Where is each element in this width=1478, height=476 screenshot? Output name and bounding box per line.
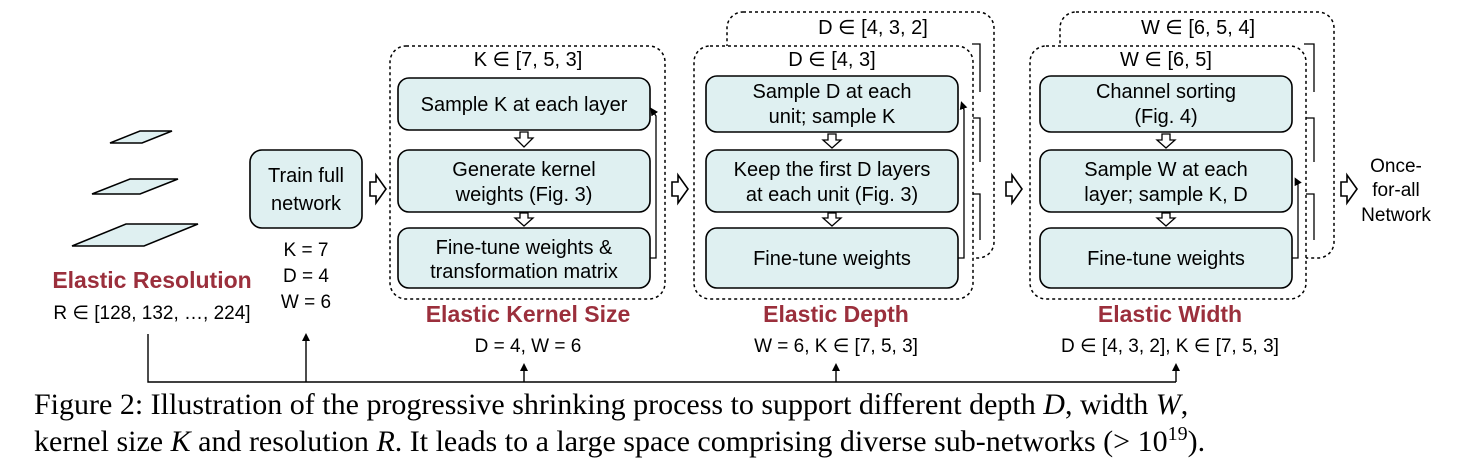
kernel-title: Elastic Kernel Size [426,301,631,327]
depth-box3-line1: Fine-tune weights [753,248,911,270]
depth-down-arrow-2-icon [821,212,843,227]
width-fixed-params: D ∈ [4, 3, 2], K ∈ [7, 5, 3] [1061,336,1279,357]
depth-stacked-loops [972,43,981,240]
kernel-down-arrow-2-icon [513,212,535,227]
width-box-sample [1039,149,1293,213]
train-full-network-box [249,149,363,229]
train-param-w: W = 6 [281,292,331,313]
depth-box-keep [705,149,959,213]
output-line2: for-all [1372,180,1420,201]
kernel-box3-line2: transformation matrix [430,261,618,283]
resolution-range: R ∈ [128, 132, …, 224] [53,303,250,324]
depth-box2-line1: Keep the first D layers [734,159,931,181]
resolution-planes-icon [71,130,199,247]
kernel-box3-line1: Fine-tune weights & [436,237,613,259]
width-box2-line2: layer; sample K, D [1084,184,1247,206]
width-title: Elastic Width [1098,301,1242,327]
resolution-title: Elastic Resolution [52,267,251,293]
kernel-down-arrow-1-icon [513,131,535,148]
stage-arrow-1-icon [369,172,387,206]
kernel-box2-line1: Generate kernel [452,159,595,181]
depth-header-back: D ∈ [4, 3, 2] [818,17,928,39]
width-box1-line2: (Fig. 4) [1134,106,1197,128]
train-param-d: D = 4 [283,266,329,287]
width-down-arrow-1-icon [1155,133,1177,149]
output-line1: Once- [1370,156,1422,177]
width-stacked-loops [1304,43,1315,240]
width-down-arrow-2-icon [1155,212,1177,227]
kernel-box-generate [397,149,651,213]
train-full-line1: Train full [268,165,344,187]
width-loop-arrow [1292,177,1302,259]
width-box-sorting [1039,75,1293,133]
depth-loop-arrow [958,101,968,259]
kernel-stage-frame [389,45,666,300]
depth-box1-line2: unit; sample K [769,106,896,128]
figure-caption: Figure 2: Illustration of the progressiv… [34,388,1206,458]
depth-down-arrow-1-icon [821,133,843,149]
depth-title: Elastic Depth [763,301,909,327]
width-header-back: W ∈ [6, 5, 4] [1141,17,1255,39]
train-param-k: K = 7 [284,240,329,261]
progressive-shrinking-diagram: Elastic Resolution R ∈ [128, 132, …, 224… [52,11,1431,383]
output-arrow-icon [1340,172,1358,206]
kernel-header: K ∈ [7, 5, 3] [474,49,583,71]
width-box3-line1: Fine-tune weights [1087,248,1245,270]
width-box2-line1: Sample W at each [1084,159,1247,181]
depth-box2-line2: at each unit (Fig. 3) [746,184,918,206]
output-line3: Network [1361,205,1431,226]
kernel-box2-line2: weights (Fig. 3) [455,184,593,206]
depth-box-sample [705,75,959,133]
depth-box1-line1: Sample D at each [753,81,912,103]
width-header: W ∈ [6, 5] [1120,49,1212,71]
stage-arrow-3-icon [1005,172,1023,206]
depth-fixed-params: W = 6, K ∈ [7, 5, 3] [754,336,918,357]
kernel-fixed-params: D = 4, W = 6 [475,336,582,357]
kernel-box1-line1: Sample K at each layer [421,94,628,116]
depth-header: D ∈ [4, 3] [788,49,875,71]
bottom-connector [147,333,1180,383]
kernel-loop-arrow [650,107,659,259]
kernel-box-sample [397,77,651,131]
stage-arrow-2-icon [671,172,689,206]
train-full-line2: network [271,193,342,215]
width-box1-line1: Channel sorting [1096,81,1236,103]
